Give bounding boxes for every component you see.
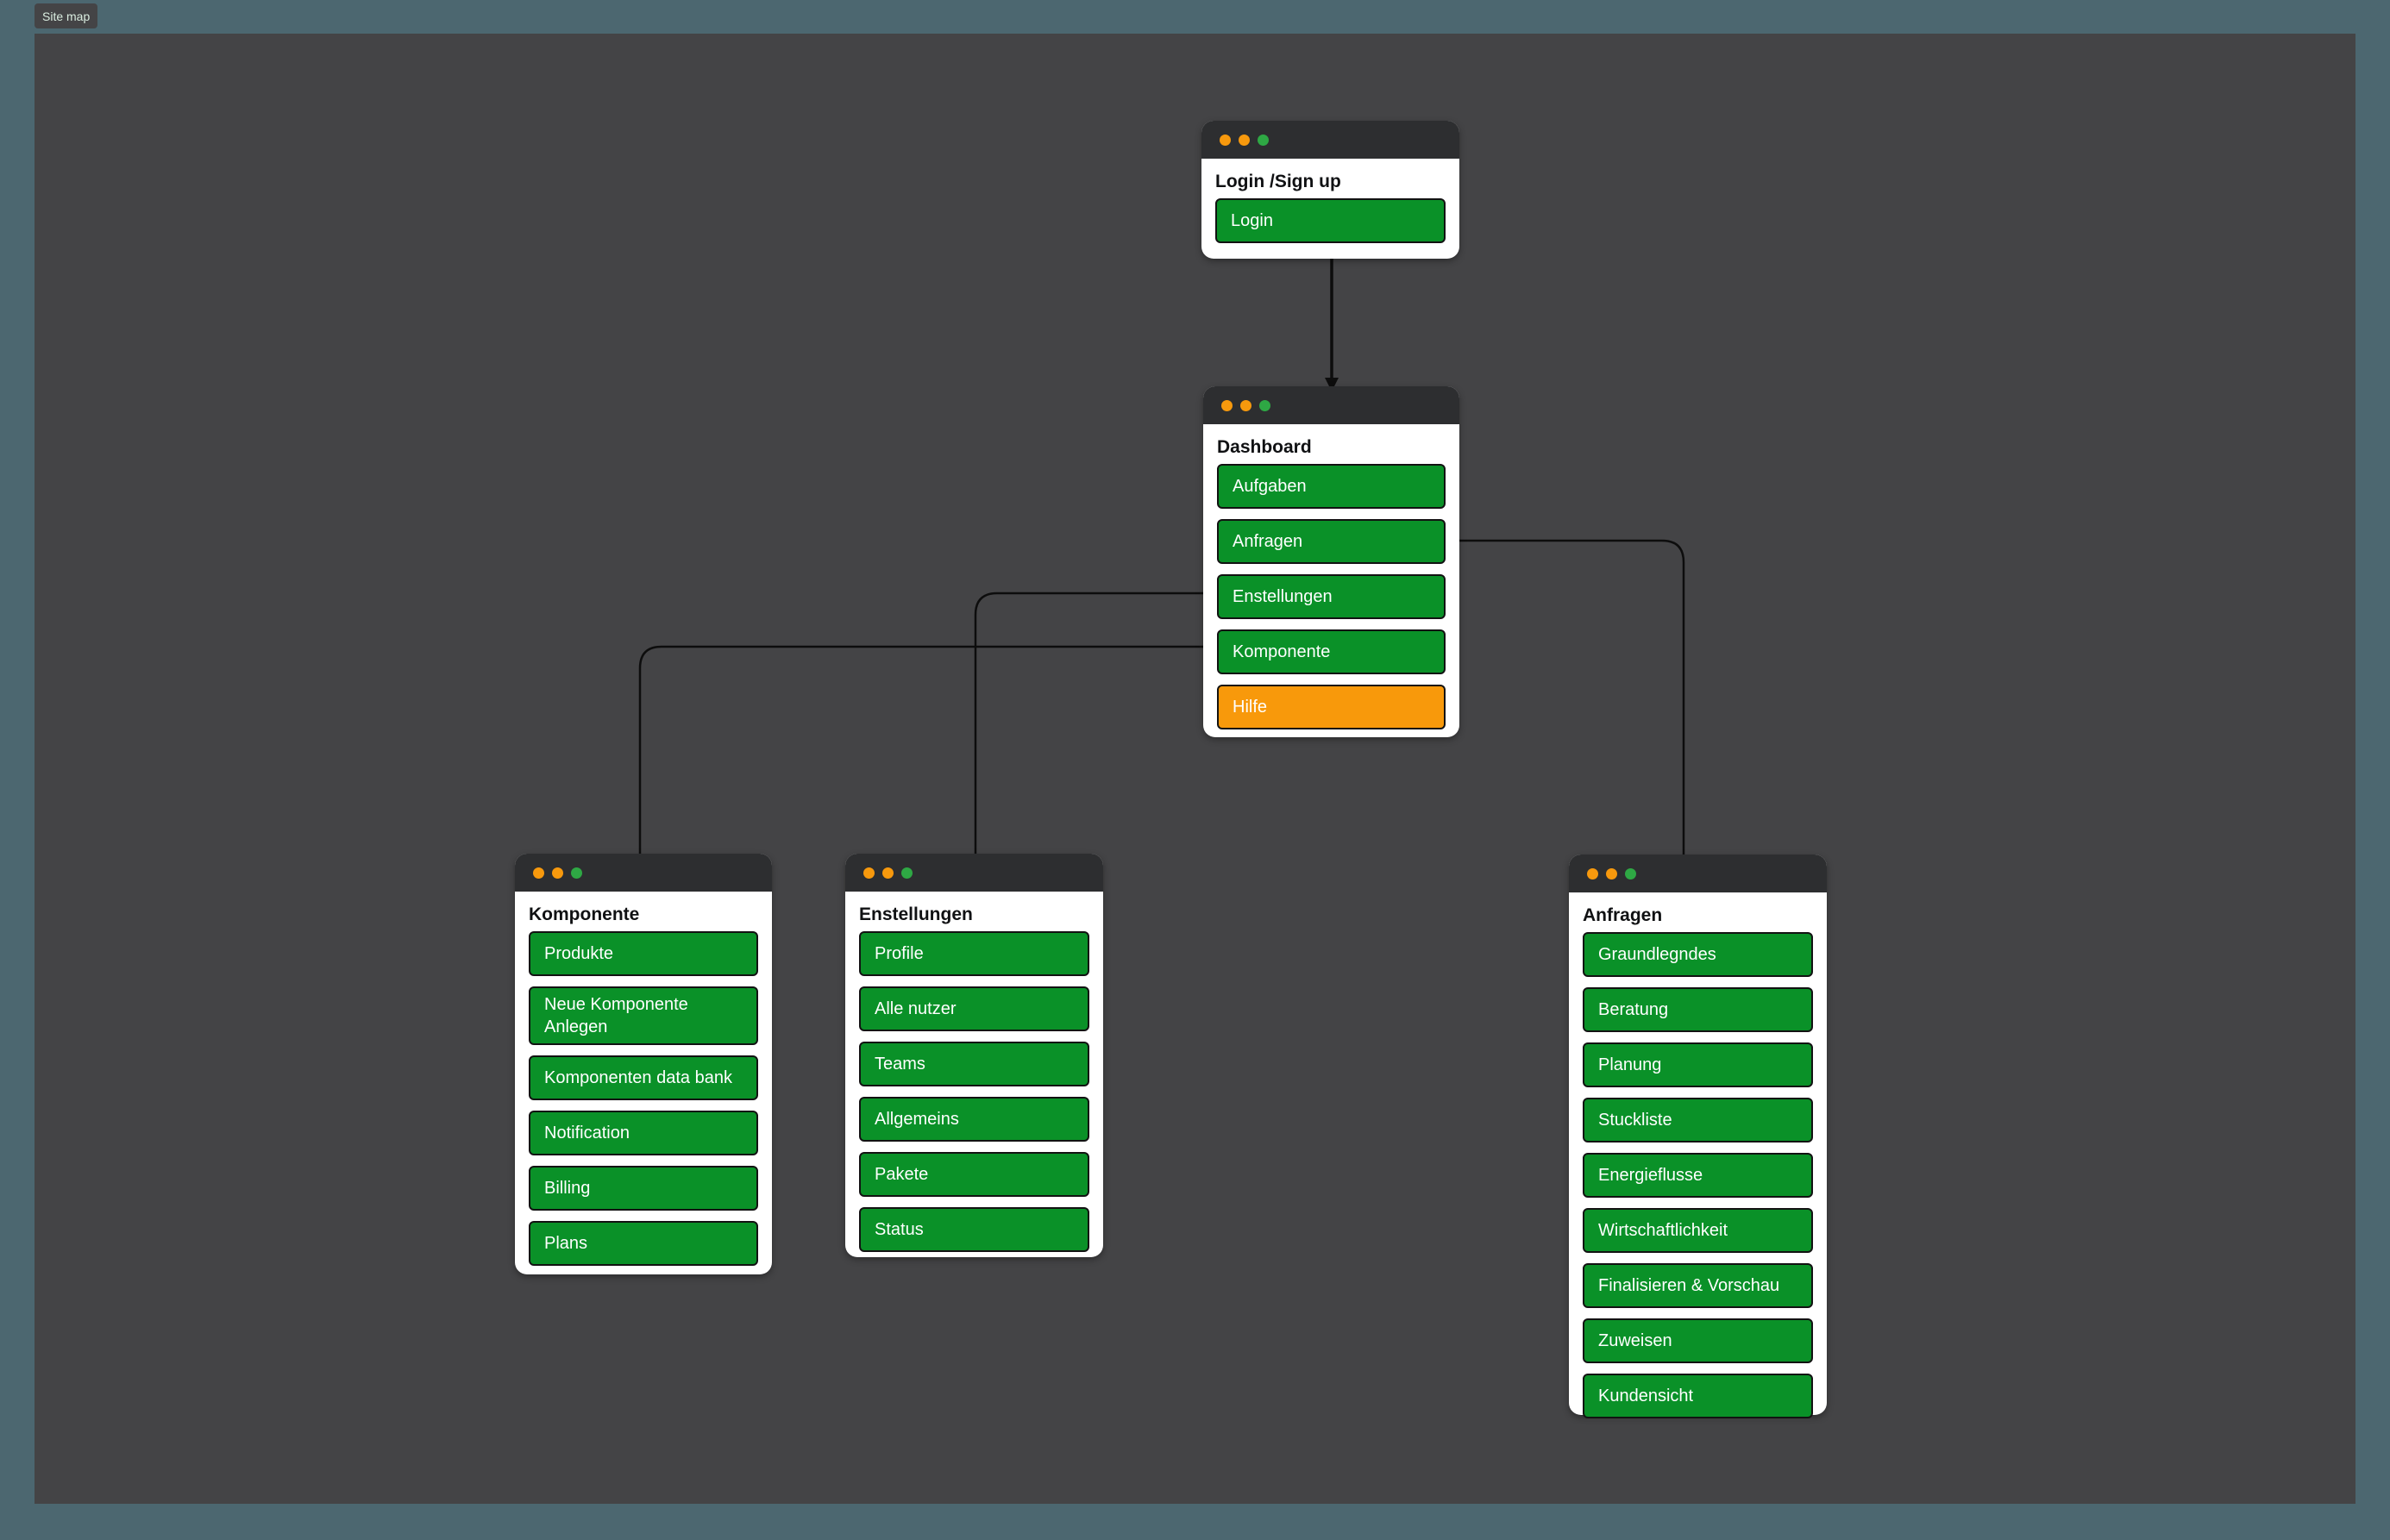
nav-button-billing[interactable]: Billing <box>529 1166 758 1211</box>
page-title: Komponente <box>529 905 640 924</box>
nav-button-list: Login <box>1215 198 1446 243</box>
window-dot-green-icon <box>1259 399 1270 411</box>
nav-button-komponenten-data-bank[interactable]: Komponenten data bank <box>529 1055 758 1100</box>
nav-button-kundensicht[interactable]: Kundensicht <box>1583 1374 1813 1418</box>
window-dot-green-icon <box>1625 867 1636 880</box>
window-dot-orange-icon <box>882 867 894 879</box>
window-dot-green-icon <box>901 867 913 879</box>
nav-button-beratung[interactable]: Beratung <box>1583 987 1813 1032</box>
nav-button-stuckliste[interactable]: Stuckliste <box>1583 1098 1813 1142</box>
window-dot-orange-icon <box>1221 399 1233 411</box>
nav-button-enstellungen[interactable]: Enstellungen <box>1217 574 1446 619</box>
window-card-login: Login /Sign up Login <box>1201 121 1459 259</box>
window-titlebar <box>845 854 1103 892</box>
nav-button-aufgaben[interactable]: Aufgaben <box>1217 464 1446 509</box>
nav-button-zuweisen[interactable]: Zuweisen <box>1583 1318 1813 1363</box>
nav-button-produkte[interactable]: Produkte <box>529 931 758 976</box>
window-dot-orange-icon <box>1587 867 1598 880</box>
nav-button-wirtschaftlichkeit[interactable]: Wirtschaftlichkeit <box>1583 1208 1813 1253</box>
window-titlebar <box>1203 386 1459 424</box>
nav-button-hilfe[interactable]: Hilfe <box>1217 685 1446 729</box>
page-title: Anfragen <box>1583 905 1663 925</box>
window-dot-orange-icon <box>552 867 563 879</box>
window-titlebar <box>515 854 772 892</box>
page-title: Dashboard <box>1217 437 1312 457</box>
window-dot-green-icon <box>571 867 582 879</box>
nav-button-plans[interactable]: Plans <box>529 1221 758 1266</box>
page-title: Enstellungen <box>859 905 973 924</box>
nav-button-profile[interactable]: Profile <box>859 931 1089 976</box>
window-dot-orange-icon <box>1240 399 1251 411</box>
window-dot-orange-icon <box>533 867 544 879</box>
window-titlebar <box>1201 121 1459 159</box>
window-dot-orange-icon <box>1220 134 1231 146</box>
window-dot-orange-icon <box>1239 134 1250 146</box>
nav-button-finalisieren-vorschau[interactable]: Finalisieren & Vorschau <box>1583 1263 1813 1308</box>
window-titlebar <box>1569 855 1827 892</box>
nav-button-teams[interactable]: Teams <box>859 1042 1089 1086</box>
nav-button-energieflusse[interactable]: Energieflusse <box>1583 1153 1813 1198</box>
page-title: Login /Sign up <box>1215 172 1341 191</box>
nav-button-status[interactable]: Status <box>859 1207 1089 1252</box>
nav-button-notification[interactable]: Notification <box>529 1111 758 1155</box>
nav-button-alle-nutzer[interactable]: Alle nutzer <box>859 986 1089 1031</box>
window-dot-orange-icon <box>1606 867 1617 880</box>
nav-button-graundlegndes[interactable]: Graundlegndes <box>1583 932 1813 977</box>
nav-button-planung[interactable]: Planung <box>1583 1042 1813 1087</box>
window-dot-green-icon <box>1258 134 1269 146</box>
nav-button-anfragen[interactable]: Anfragen <box>1217 519 1446 564</box>
nav-button-pakete[interactable]: Pakete <box>859 1152 1089 1197</box>
nav-button-neue-komponente-anlegen[interactable]: Neue Komponente Anlegen <box>529 986 758 1045</box>
nav-button-komponente[interactable]: Komponente <box>1217 629 1446 674</box>
window-dot-orange-icon <box>863 867 875 879</box>
nav-button-login[interactable]: Login <box>1215 198 1446 243</box>
nav-button-allgemeins[interactable]: Allgemeins <box>859 1097 1089 1142</box>
site-map-canvas <box>35 34 2355 1504</box>
section-label[interactable]: Site map <box>35 3 98 28</box>
